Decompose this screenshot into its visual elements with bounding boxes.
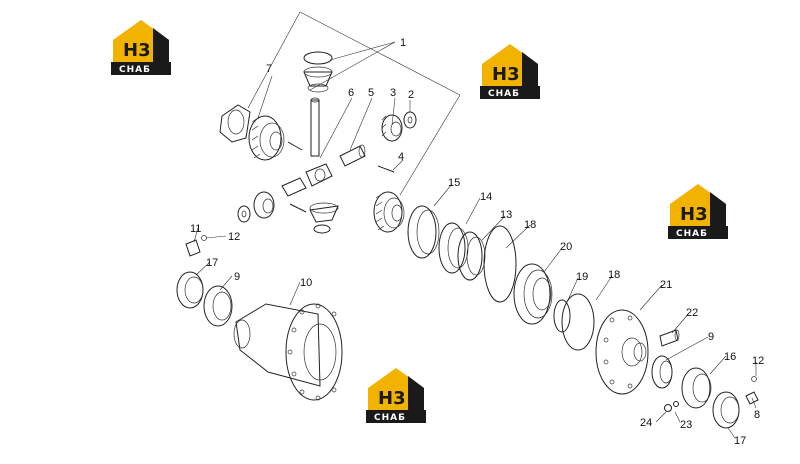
callout-11: 11 [190, 223, 201, 235]
seal-9b [651, 355, 673, 389]
disc-13 [457, 231, 486, 281]
friction-disc-15 [407, 205, 440, 259]
bolt-22 [659, 329, 680, 347]
cover-21 [595, 309, 649, 395]
pinion-gear-lower [237, 191, 275, 223]
pinion-gear-bottom [309, 202, 339, 234]
logo-bottom-text: СНАБ [374, 413, 406, 423]
o-ring-18b [561, 293, 595, 351]
callout-labels: 1 7 6 5 3 2 4 15 14 13 18 20 19 18 21 11… [190, 37, 764, 447]
callout-2: 2 [408, 89, 414, 101]
callout-1: 1 [400, 37, 406, 49]
callout-4: 4 [398, 151, 404, 163]
logo-bottom-text: СНАБ [488, 89, 520, 99]
seal-9a [203, 285, 233, 327]
callout-24: 24 [640, 417, 652, 429]
bevel-gear-left [248, 115, 285, 161]
callout-17-a: 17 [206, 257, 218, 269]
logo-top-text: H3 [123, 40, 151, 61]
piston-20 [513, 263, 553, 325]
differential-housing-10 [233, 303, 343, 401]
center-block [281, 163, 333, 197]
callout-18-a: 18 [524, 219, 536, 231]
logo-bottom-text: СНАБ [119, 65, 151, 75]
washer-2 [403, 111, 417, 129]
callout-5: 5 [368, 87, 374, 99]
callout-22: 22 [686, 307, 698, 319]
callout-23: 23 [680, 419, 692, 431]
callout-9-b: 9 [708, 331, 714, 343]
lock-plate-11 [185, 235, 207, 257]
callout-20: 20 [560, 241, 572, 253]
o-ring-19 [553, 299, 571, 333]
brand-logo-2: H3 СНАБ [480, 44, 540, 99]
bearing-17a [176, 271, 204, 309]
callout-9-a: 9 [234, 271, 240, 283]
lock-plate-8 [745, 376, 759, 405]
parts-group [176, 51, 759, 429]
bearing-17b [712, 391, 740, 429]
logo-bottom-text: СНАБ [676, 229, 708, 239]
leader-lines [193, 11, 757, 439]
pinion-gear-3 [381, 114, 403, 142]
brand-logo-4: H3 СНАБ [366, 368, 426, 423]
callout-7: 7 [266, 63, 272, 75]
callout-14: 14 [480, 191, 492, 203]
small-pin [287, 141, 303, 151]
callout-6: 6 [348, 87, 354, 99]
logo-top-text: H3 [680, 204, 708, 225]
callout-17-b: 17 [734, 435, 746, 447]
pin-4 [377, 165, 395, 173]
bevel-gear-right [373, 191, 405, 233]
callout-15: 15 [448, 177, 460, 189]
callout-18-b: 18 [608, 269, 620, 281]
ring-23-24 [664, 401, 679, 412]
logo-top-text: H3 [378, 388, 406, 409]
cross-shaft-6 [310, 97, 320, 157]
short-shaft-5 [339, 144, 366, 167]
callout-13: 13 [500, 209, 512, 221]
callout-12-b: 12 [752, 355, 764, 367]
pinion-gear-top [303, 51, 333, 93]
callout-12-a: 12 [228, 231, 240, 243]
o-ring-18a [483, 225, 517, 303]
bearing-16 [681, 367, 712, 409]
callout-19: 19 [576, 271, 588, 283]
callout-10: 10 [300, 277, 312, 289]
pin-lower [289, 203, 307, 213]
brand-logo-1: H3 СНАБ [111, 20, 171, 75]
logo-top-text: H3 [492, 64, 520, 85]
thrust-washer-7 [219, 104, 251, 143]
callout-21: 21 [660, 279, 672, 291]
callout-3: 3 [390, 87, 396, 99]
brand-logo-3: H3 СНАБ [668, 184, 728, 239]
callout-8: 8 [754, 409, 760, 421]
steel-disc-14 [438, 222, 469, 274]
callout-16: 16 [724, 351, 736, 363]
